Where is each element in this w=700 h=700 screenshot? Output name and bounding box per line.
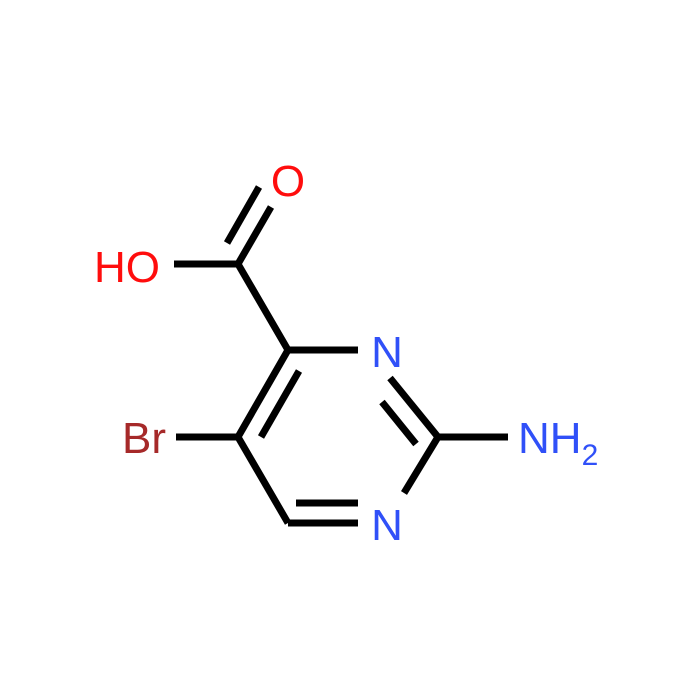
atom-label-hydroxyl: HO bbox=[94, 243, 160, 292]
atom-label-nitrogen-top: N bbox=[371, 328, 403, 377]
atom-label-oxygen-carbonyl: O bbox=[271, 157, 305, 206]
bond-c6-c5 bbox=[234, 435, 292, 525]
bond-n3-c2 bbox=[387, 375, 441, 440]
bond-n3-c2-inner bbox=[379, 399, 419, 447]
atom-label-nitrogen-bottom: N bbox=[371, 501, 403, 550]
bond-carbonyl-double-b bbox=[223, 185, 263, 245]
bond-c2-n1 bbox=[401, 435, 441, 495]
bond-carbonyl-double-a bbox=[234, 205, 275, 266]
atom-label-bromine: Br bbox=[122, 414, 166, 463]
bond-c5-c4-inner bbox=[257, 369, 303, 439]
bond-c4-carboxyl-carbon bbox=[234, 262, 292, 352]
atom-label-amino-main: NH bbox=[518, 414, 582, 463]
atom-label-amino-subscript: 2 bbox=[582, 439, 599, 472]
atom-label-amino: NH2 bbox=[518, 414, 598, 472]
bond-c5-c4 bbox=[234, 348, 292, 439]
